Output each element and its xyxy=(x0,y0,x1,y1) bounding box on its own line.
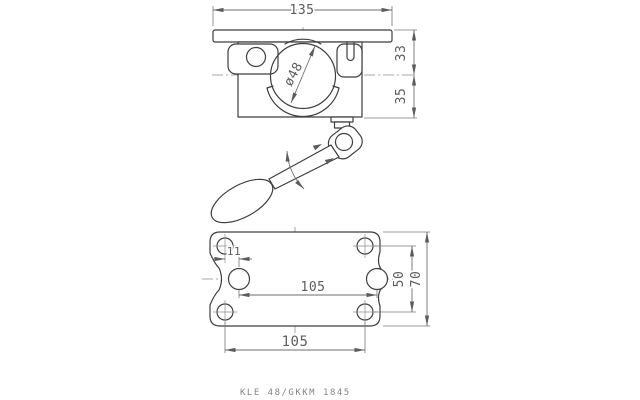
dim-105-bottom-extension-lines xyxy=(224,322,366,353)
dim-hole-row-spacing-label: 50 xyxy=(392,271,407,288)
tube-bore xyxy=(269,42,337,110)
arm-direction-arrow-icon xyxy=(324,158,334,165)
dim-mount-height-label: 33 xyxy=(394,45,409,62)
saddle-strap-ends xyxy=(266,85,340,89)
dim-50-extension-lines xyxy=(374,245,416,313)
clamp-bolt-hole xyxy=(227,267,251,291)
base-plate-outline xyxy=(209,231,389,327)
dim-70-extension-lines xyxy=(383,231,430,327)
dim-middle-hole-spacing-label: 105 xyxy=(301,280,326,295)
dim-clamp-height-label: 35 xyxy=(394,88,409,105)
dim-plate-depth-label: 70 xyxy=(409,271,424,288)
screw-collar-upper xyxy=(330,116,354,123)
dim-corner-hole-spacing-label: 105 xyxy=(282,334,309,350)
hole-crosshairs xyxy=(213,234,377,324)
right-lug-slot xyxy=(346,42,355,62)
bore-boss-top-arc xyxy=(284,38,322,45)
saddle-strap-arc xyxy=(266,87,340,118)
handle-knob xyxy=(210,178,274,224)
arm-direction-arrow-icon xyxy=(312,144,322,151)
clamp-bolt-hole xyxy=(365,267,389,291)
left-lug-hole xyxy=(245,46,267,68)
rotation-arrow-icon xyxy=(285,150,305,190)
dim-plate-width-label: 135 xyxy=(290,3,315,18)
mounting-flange-plate xyxy=(212,29,393,43)
front-view: 135 33 35 ø48 xyxy=(210,1,417,224)
base-plate-view: 11 105 50 70 105 xyxy=(202,227,430,353)
dim-33-35-extension-lines xyxy=(364,29,417,119)
pivot-head-eye xyxy=(334,132,354,152)
handle-arm xyxy=(268,144,340,190)
dim-hole-offset-label: 11 xyxy=(227,245,241,258)
part-number-label: KLE 48/GKKM 1845 xyxy=(240,388,351,398)
dim-diameter-line xyxy=(290,45,316,104)
